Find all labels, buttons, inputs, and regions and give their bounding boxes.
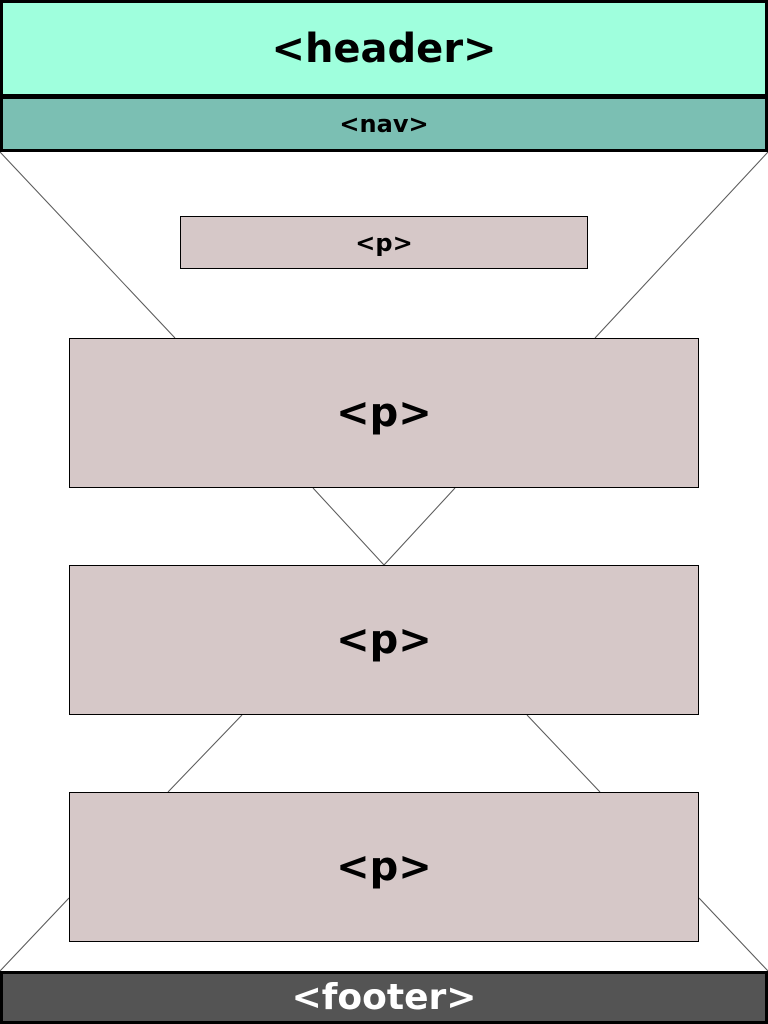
nav-label: <nav> (339, 110, 429, 138)
paragraph-block-1: <p> (69, 338, 699, 488)
connector-line-p2-right (526, 714, 601, 793)
paragraph-block-2: <p> (69, 565, 699, 715)
paragraph-label: <p> (336, 844, 432, 890)
paragraph-block-small: <p> (180, 216, 588, 269)
nav-block: <nav> (0, 97, 768, 152)
header-block: <header> (0, 0, 768, 97)
connector-line-p3-right (698, 897, 768, 972)
connector-line-p1-right (383, 487, 456, 566)
connector-line-p1-left (312, 487, 385, 566)
paragraph-label: <p> (336, 390, 432, 436)
connector-line-nav-right (594, 151, 768, 339)
connector-line-p3-left (0, 897, 70, 972)
footer-label: <footer> (291, 977, 477, 1018)
footer-block: <footer> (0, 971, 768, 1024)
paragraph-label: <p> (355, 228, 413, 257)
paragraph-block-3: <p> (69, 792, 699, 942)
header-label: <header> (271, 25, 497, 72)
connector-line-p2-left (167, 714, 243, 793)
paragraph-label: <p> (336, 617, 432, 663)
connector-line-nav-left (0, 151, 176, 339)
